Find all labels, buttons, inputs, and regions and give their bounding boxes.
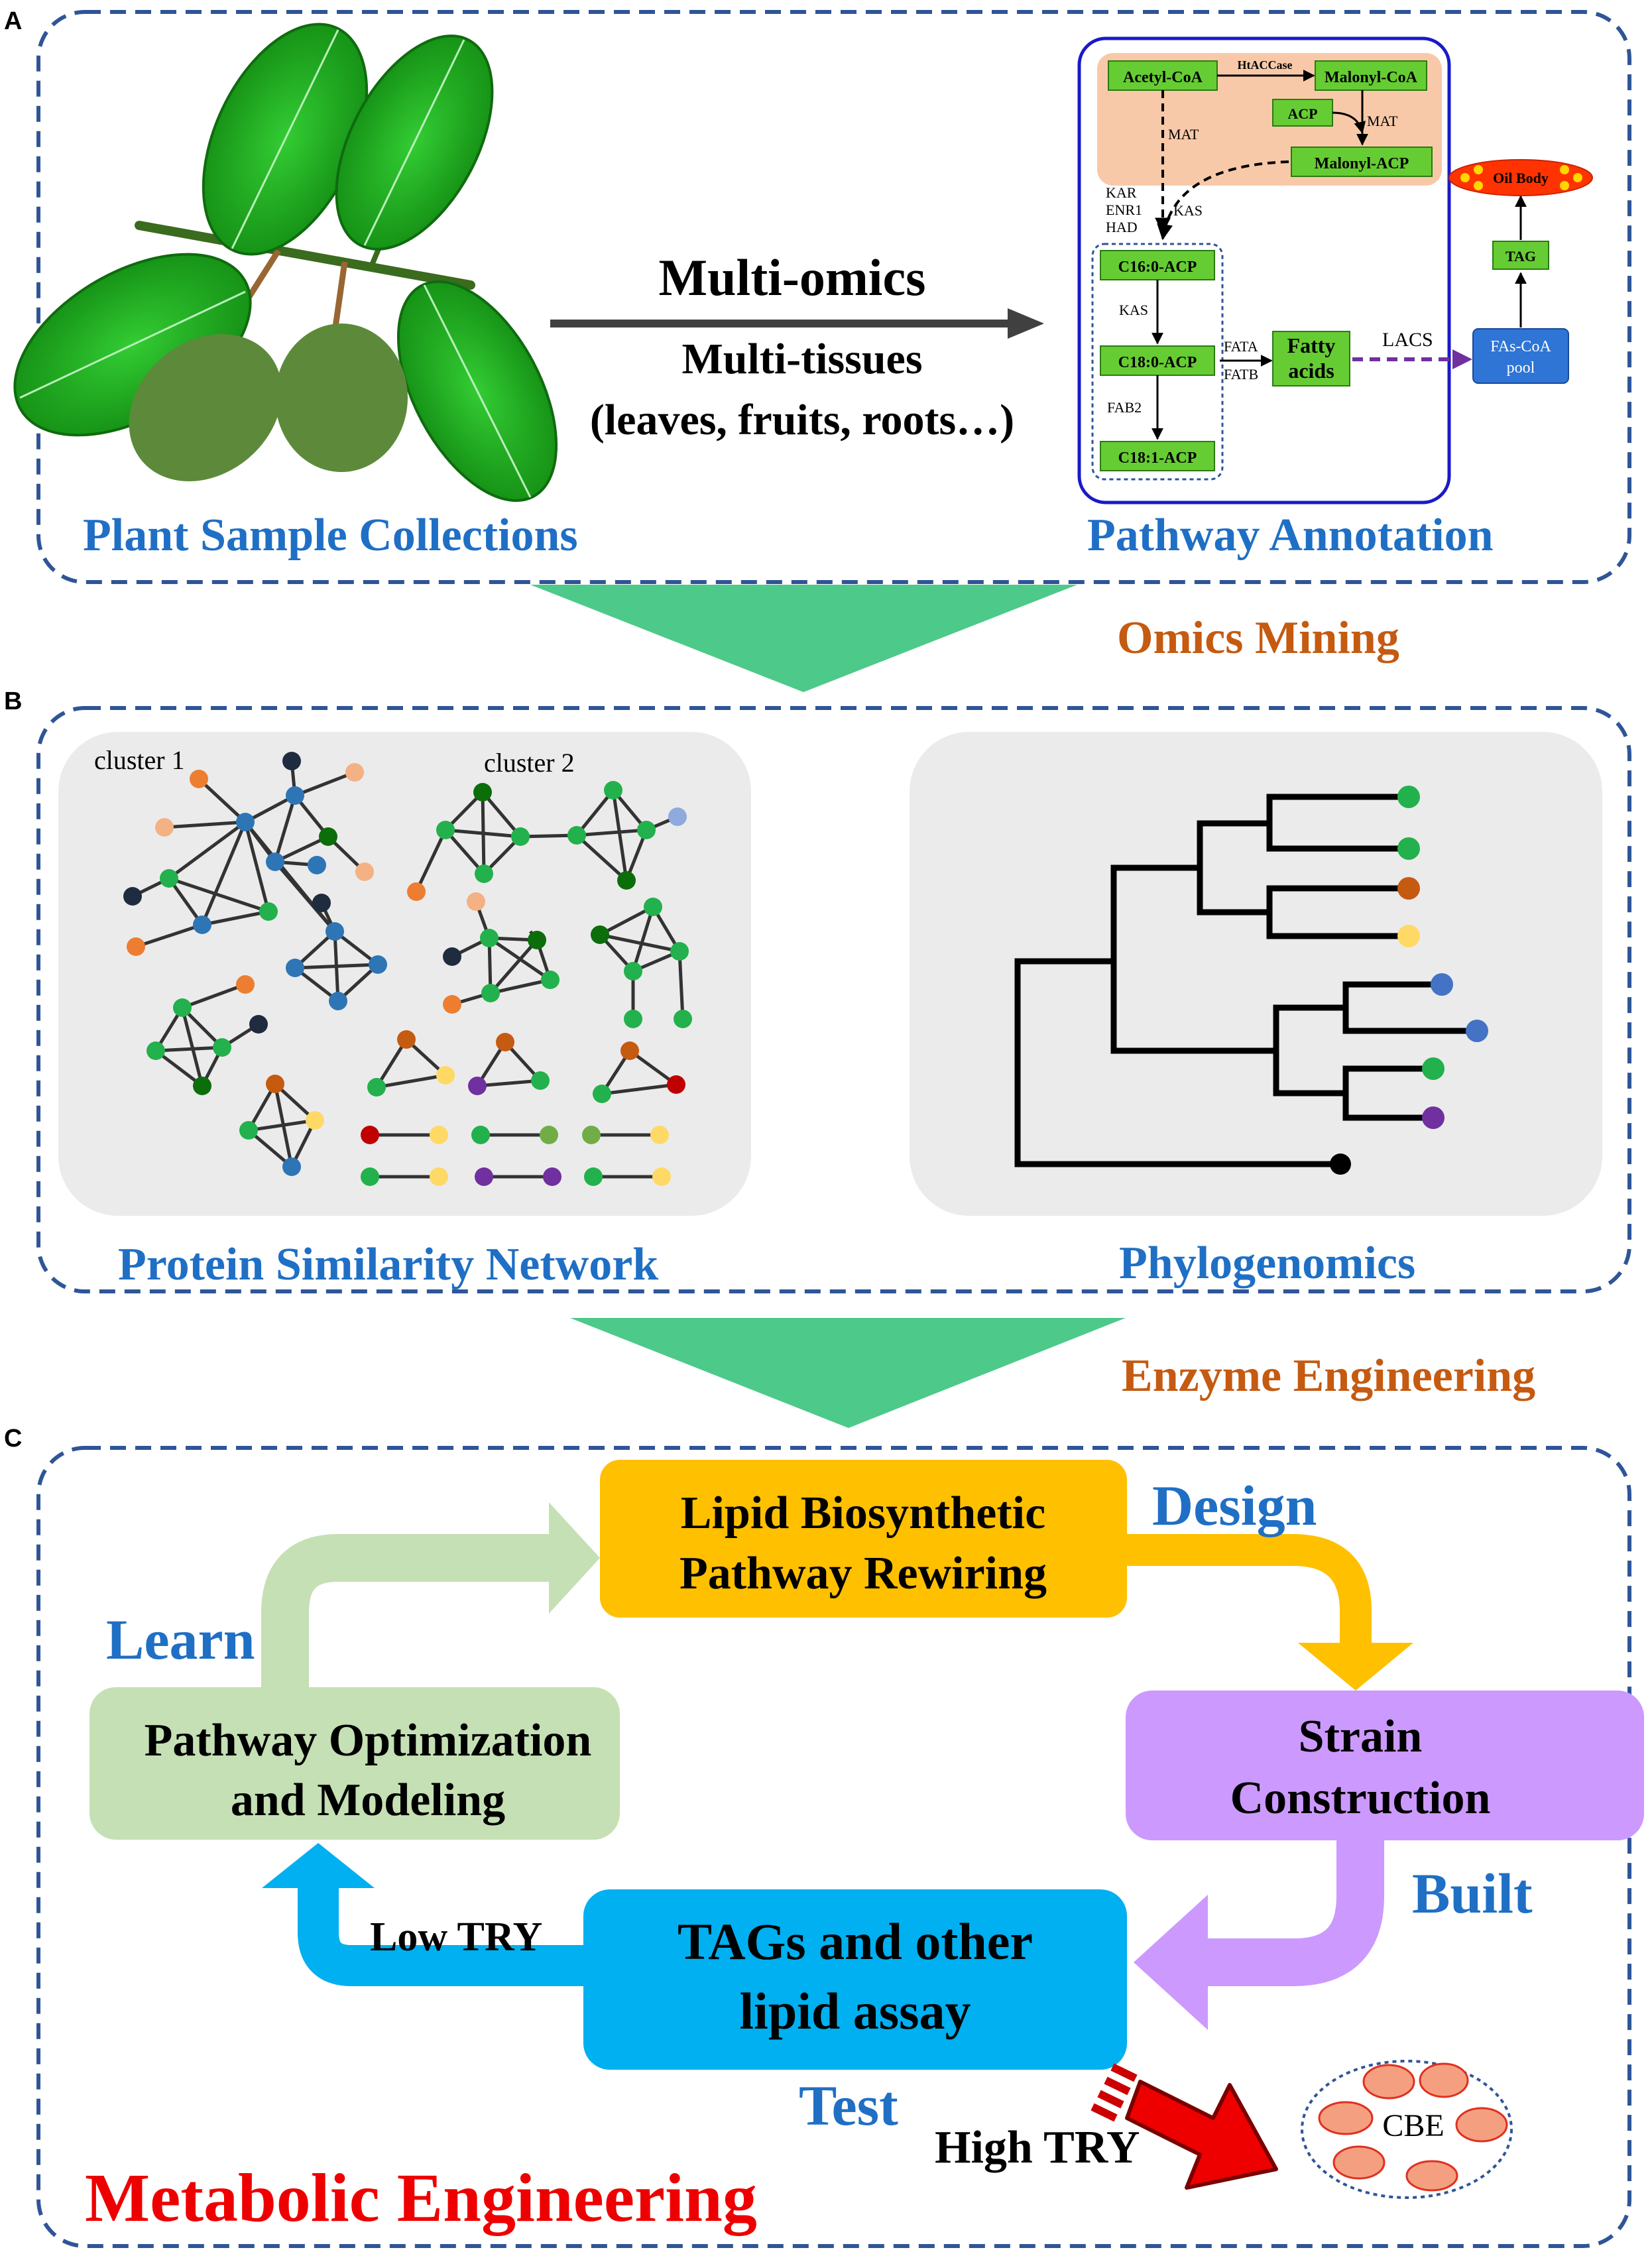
oil-body-icon <box>1448 159 1593 196</box>
enzyme-fata: FATA <box>1224 338 1258 355</box>
enzyme-mat-right: MAT <box>1367 113 1398 129</box>
cluster-1-label: cluster 1 <box>94 745 185 775</box>
test-box-line-1: TAGs and other <box>678 1913 1033 1970</box>
omics-mining-label: Omics Mining <box>1117 613 1399 664</box>
multi-tissues-label: Multi-tissues <box>682 335 923 383</box>
enzyme-engineering-chevron <box>570 1318 1126 1428</box>
multi-omics-label: Multi-omics <box>659 249 926 306</box>
learn-to-design-arrowhead <box>549 1502 600 1614</box>
network-background <box>58 732 751 1216</box>
omics-arrowhead <box>1008 308 1044 339</box>
learn-box-line-2: and Modeling <box>231 1775 505 1826</box>
tree-background <box>910 732 1602 1216</box>
build-box-line-2: Construction <box>1230 1773 1491 1824</box>
low-try-label: Low TRY <box>370 1915 542 1960</box>
design-box-line-2: Pathway Rewiring <box>679 1548 1047 1599</box>
built-label: Built <box>1412 1862 1533 1925</box>
panel-c-frame <box>36 1446 1631 2248</box>
design-box <box>600 1460 1127 1618</box>
enzyme-mat-left: MAT <box>1168 126 1199 143</box>
learn-box-line-1: Pathway Optimization <box>145 1715 592 1766</box>
panel-letter-a: A <box>4 7 22 35</box>
design-to-build-arrowhead <box>1298 1643 1413 1690</box>
node-fatty-acids-1: Fatty <box>1287 333 1336 357</box>
node-tag: TAG <box>1505 248 1536 265</box>
enzyme-fab2: FAB2 <box>1107 399 1142 416</box>
metabolic-engineering-title: Metabolic Engineering <box>85 2160 757 2236</box>
fruit-icon <box>129 333 282 482</box>
oil-body-label: Oil Body <box>1493 170 1549 186</box>
node-acetyl-coa: Acetyl-CoA <box>1123 69 1203 86</box>
enzyme-fatb: FATB <box>1224 366 1258 383</box>
plant-sample-caption: Plant Sample Collections <box>83 510 578 561</box>
test-to-learn-arrow <box>298 1886 583 1986</box>
build-to-test-arrowhead <box>1134 1895 1208 2030</box>
pathway-annotation-caption: Pathway Annotation <box>1087 510 1494 561</box>
build-box <box>1126 1690 1644 1840</box>
fruit-icon <box>275 324 408 472</box>
node-c18-0-acp: C18:0-ACP <box>1118 354 1197 371</box>
panel-b-frame <box>36 706 1631 1293</box>
node-fas-coa-2: pool <box>1507 359 1535 377</box>
enzyme-engineering-label: Enzyme Engineering <box>1122 1350 1535 1401</box>
enzyme-htaccase: HtACCase <box>1238 58 1293 72</box>
tissues-list-label: (leaves, fruits, roots…) <box>590 396 1014 444</box>
build-to-test-arrow <box>1207 1836 1384 1986</box>
panel-letter-c: C <box>4 1425 22 1453</box>
enzyme-had: HAD <box>1106 219 1138 235</box>
node-fatty-acids-2: acids <box>1288 359 1334 383</box>
pathway-diagram: Acetyl-CoA Malonyl-CoA HtACCase ACP MAT … <box>1077 36 1593 504</box>
high-try-label: High TRY <box>935 2122 1140 2173</box>
test-to-learn-arrowhead <box>262 1843 375 1888</box>
node-malonyl-acp: Malonyl-ACP <box>1315 155 1409 172</box>
panel-a-frame <box>36 10 1631 584</box>
node-c16-acp: C16:0-ACP <box>1118 259 1197 276</box>
plant-illustration <box>13 23 558 503</box>
design-to-build-arrow <box>1127 1534 1372 1644</box>
protein-network-caption: Protein Similarity Network <box>118 1239 658 1290</box>
omics-mining-chevron <box>530 585 1077 692</box>
learn-to-design-arrow <box>261 1534 550 1687</box>
phylogenetic-tree <box>1014 794 1467 1167</box>
cbe-cell-icon: CBE <box>1301 2060 1513 2199</box>
enzyme-kas-top: KAS <box>1173 202 1203 219</box>
enzyme-lacs: LACS <box>1382 329 1433 351</box>
design-box-line-1: Lipid Biosynthetic <box>681 1488 1045 1539</box>
test-box-line-2: lipid assay <box>740 1982 971 2040</box>
learn-box <box>89 1687 620 1840</box>
cbe-label: CBE <box>1382 2108 1444 2143</box>
node-acp: ACP <box>1287 105 1317 122</box>
cluster-2-label: cluster 2 <box>484 748 575 778</box>
node-malonyl-coa: Malonyl-CoA <box>1325 69 1418 86</box>
panel-letter-b: B <box>4 687 22 715</box>
high-try-arrow <box>1091 2063 1278 2190</box>
test-box <box>583 1889 1127 2070</box>
build-box-line-1: Strain <box>1299 1711 1423 1762</box>
tree-leaf-nodes <box>1330 786 1488 1175</box>
node-c18-1-acp: C18:1-ACP <box>1118 449 1197 467</box>
phylogenomics-caption: Phylogenomics <box>1119 1238 1415 1289</box>
test-label: Test <box>799 2074 898 2137</box>
learn-label: Learn <box>106 1608 255 1671</box>
enzyme-kas-mid: KAS <box>1119 302 1148 318</box>
enzyme-enr1: ENR1 <box>1106 202 1142 218</box>
protein-similarity-network <box>123 752 692 1186</box>
enzyme-kar: KAR <box>1106 184 1137 201</box>
node-fas-coa-1: FAs-CoA <box>1490 338 1551 355</box>
design-label: Design <box>1152 1474 1317 1537</box>
